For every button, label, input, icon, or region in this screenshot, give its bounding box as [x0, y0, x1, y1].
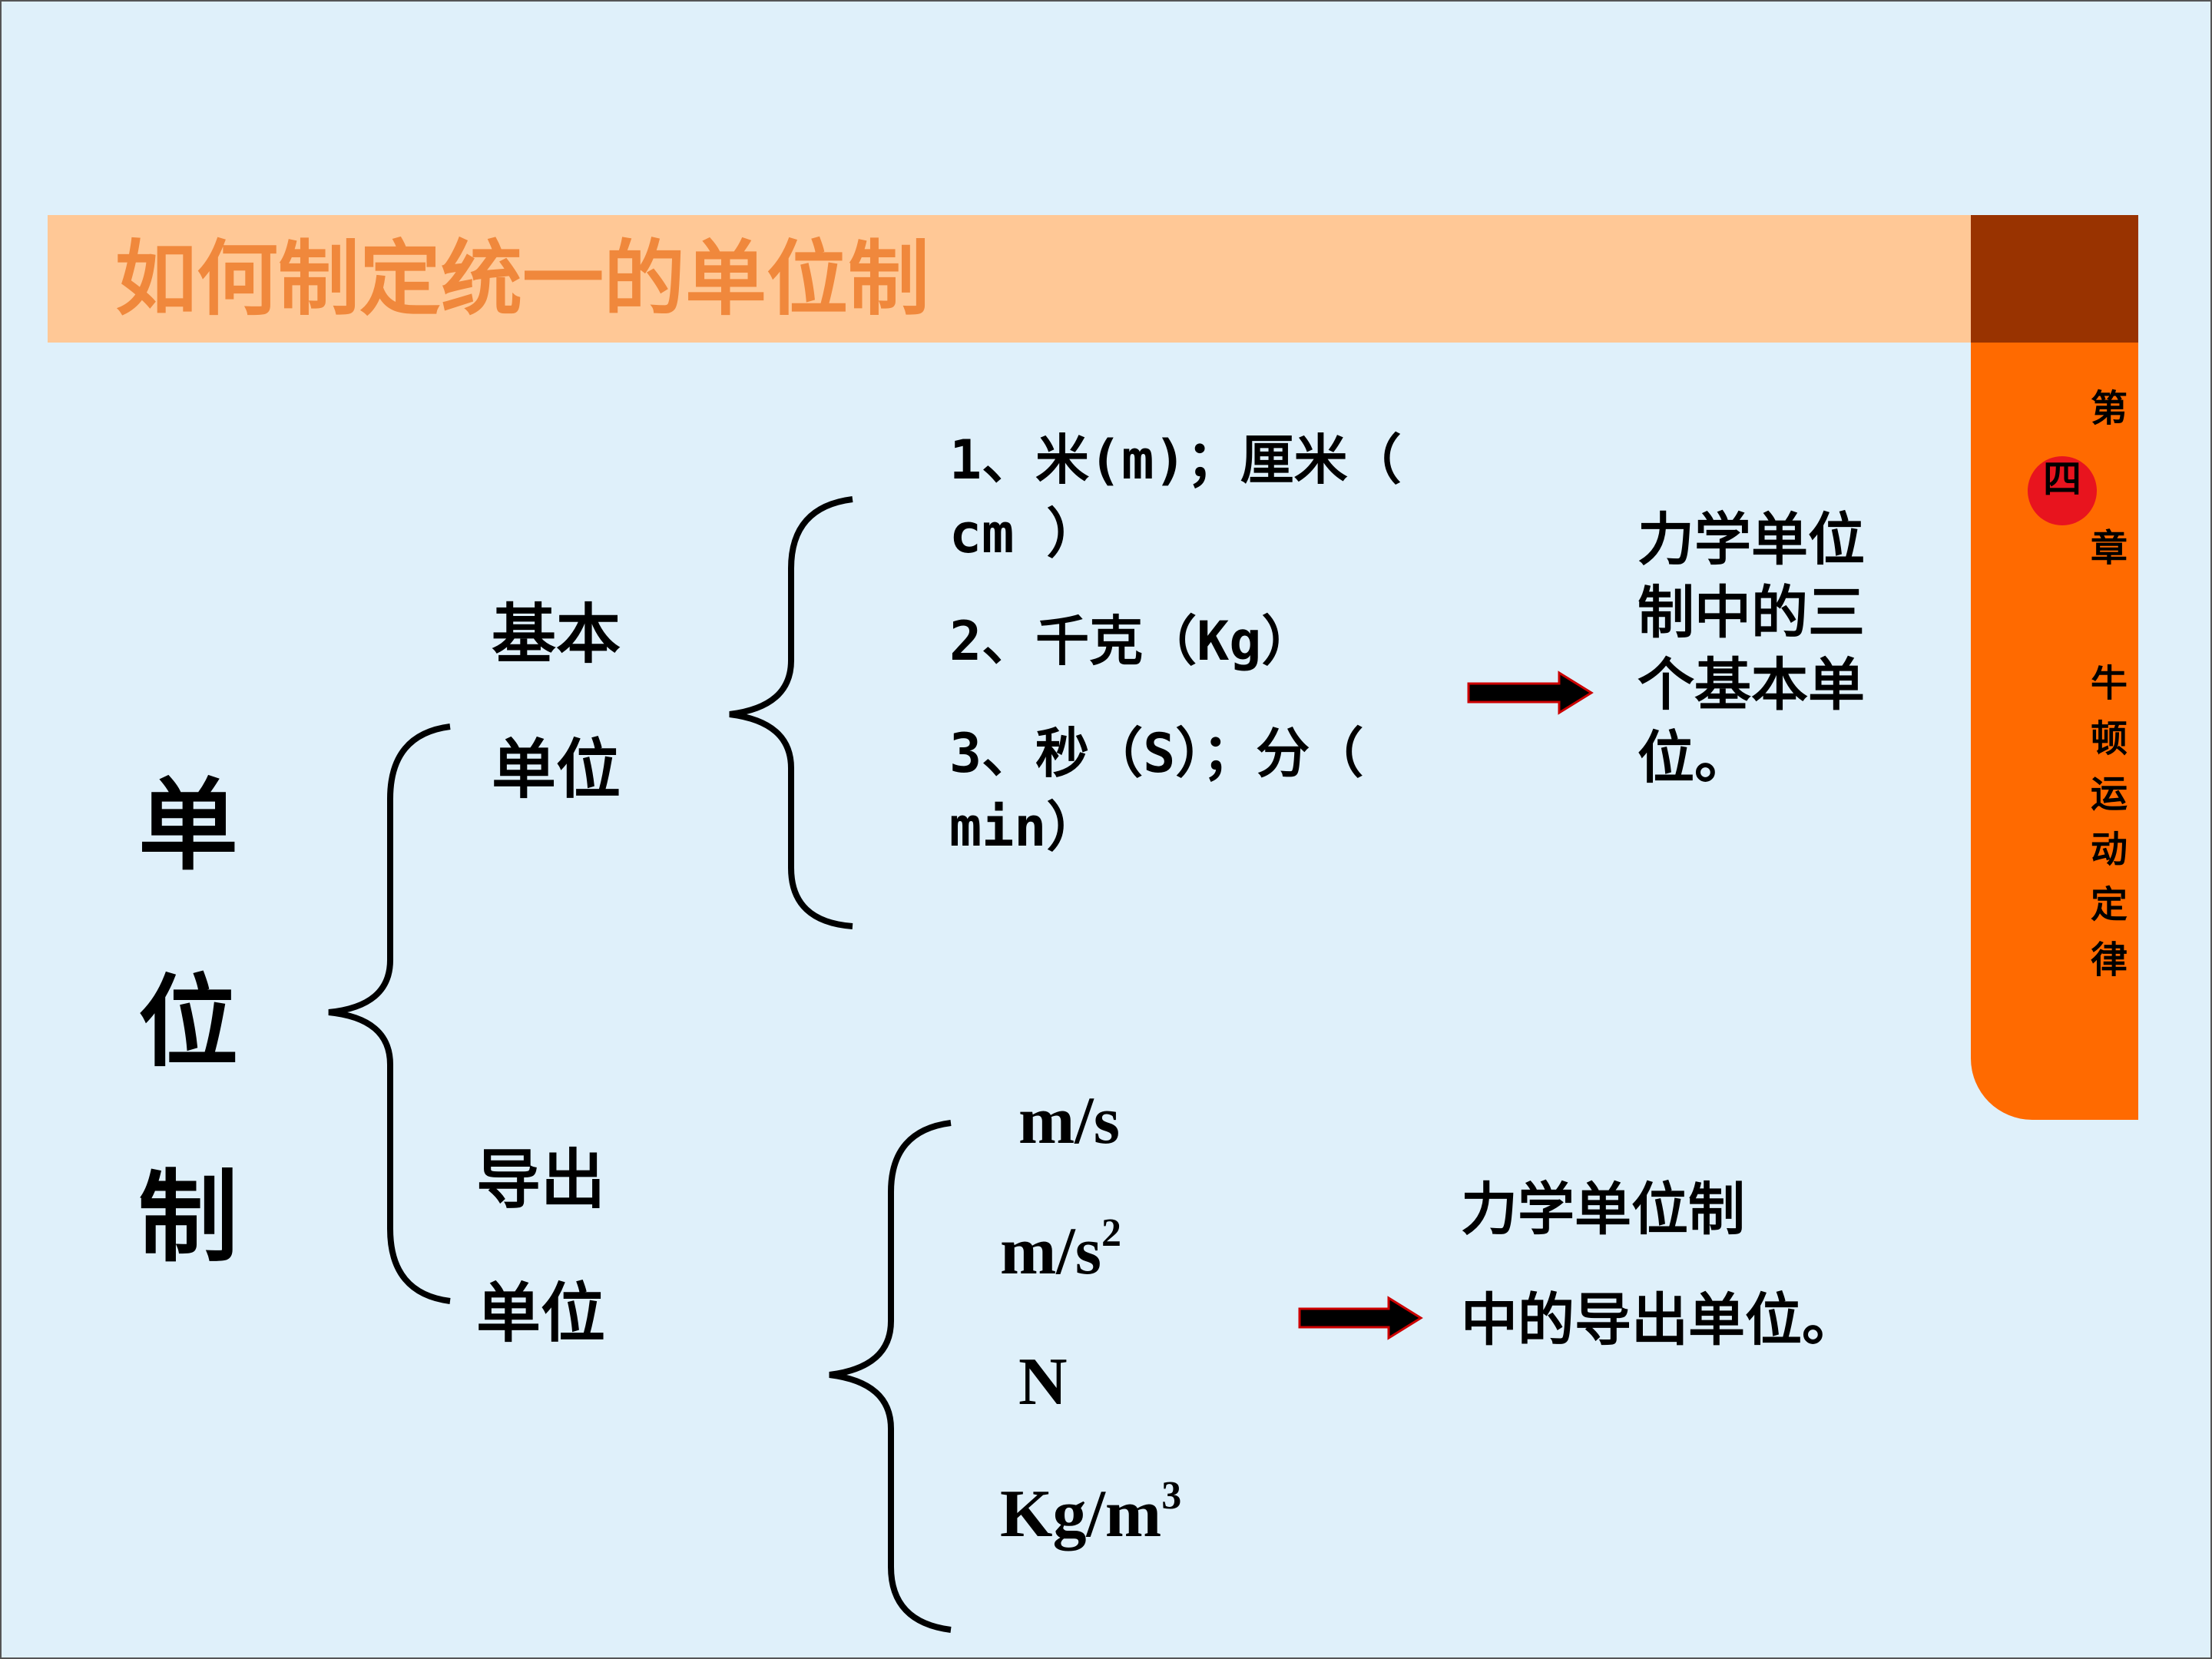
slide-title: 如何制定统一的单位制: [115, 232, 929, 326]
basic-units-brace: [729, 496, 853, 929]
sidebar-char: 运: [2090, 773, 2128, 816]
derived-unit-density: Kg/m3: [1000, 1474, 1182, 1551]
root-label-char: 位: [138, 964, 239, 1081]
derived-units-brace: [829, 1120, 952, 1633]
root-label-char: 单: [138, 767, 239, 884]
derived-units-label-line1: 导出: [476, 1142, 606, 1217]
basic-units-note: 力学单位 制中的三 个基本单 位。: [1637, 504, 1865, 795]
sidebar-char: 第: [2090, 387, 2128, 430]
basic-units-label-line2: 单位: [492, 732, 621, 807]
derived-note-line2: 中的导出单位。: [1461, 1287, 1859, 1353]
sidebar-char: 律: [2090, 939, 2128, 982]
sidebar-char: 章: [2090, 527, 2128, 570]
basic-note-line: 制中的三: [1637, 579, 1865, 646]
chapter-number: 四: [2043, 457, 2081, 502]
basic-unit-item-1-line2: cm ）: [949, 502, 1101, 565]
basic-unit-item-3-line2: min）: [949, 796, 1101, 859]
root-brace: [328, 724, 451, 1304]
derived-units-label-line2: 单位: [476, 1276, 606, 1351]
sidebar-char: 顿: [2090, 717, 2128, 760]
sidebar-char: 牛: [2090, 662, 2128, 705]
derived-note-arrow: [1298, 1296, 1423, 1340]
basic-unit-item-2: 2、千克（Kg）: [949, 610, 1316, 673]
basic-units-label-line1: 基本: [492, 597, 621, 672]
basic-note-line: 位。: [1637, 725, 1751, 792]
basic-note-arrow: [1467, 671, 1594, 715]
chapter-number-circle: [2028, 456, 2097, 525]
sidebar-char: 动: [2090, 828, 2128, 871]
basic-unit-item-1-line1: 1、米(m)；厘米（: [949, 429, 1402, 492]
basic-unit-item-3-line1: 3、秒（S）；分（: [949, 722, 1364, 785]
sidebar-top-block: [1971, 215, 2138, 343]
basic-note-line: 力学单位: [1637, 507, 1865, 573]
root-label-char: 制: [138, 1159, 239, 1276]
title-bar: [48, 215, 1971, 343]
derived-unit-acceleration: m/s2: [1000, 1211, 1121, 1289]
derived-unit-newton: N: [1018, 1345, 1068, 1419]
sidebar-char: 定: [2090, 883, 2128, 926]
basic-note-line: 个基本单: [1637, 652, 1865, 719]
derived-unit-velocity: m/s: [1018, 1084, 1120, 1158]
derived-note-line1: 力学单位制: [1461, 1177, 1745, 1243]
